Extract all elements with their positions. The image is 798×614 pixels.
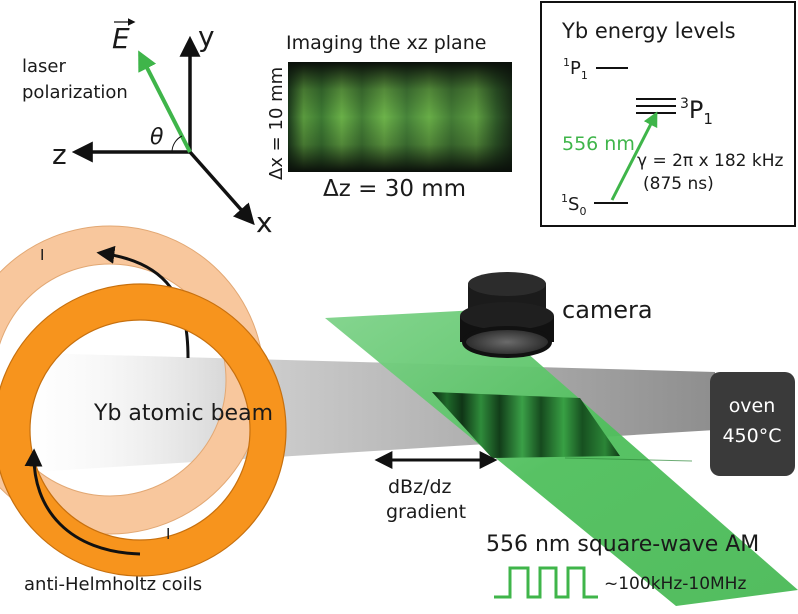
ground-s0-label: 1S0 xyxy=(561,192,586,218)
am-label: 556 nm square-wave AM xyxy=(486,532,759,557)
gradient-indicator: dBz/dz gradient xyxy=(374,451,498,523)
sheet-inner-edge xyxy=(564,457,693,462)
dx-label: Δx = 10 mm xyxy=(266,67,287,180)
e-field-label: E xyxy=(112,22,130,55)
x-axis-label: x xyxy=(256,206,273,239)
coils-label: anti-Helmholtz coils xyxy=(24,574,202,595)
imaging-title: Imaging the xz plane xyxy=(286,32,486,54)
lifetime-label: (875 ns) xyxy=(643,174,714,194)
dz-label: Δz = 30 mm xyxy=(323,176,466,202)
square-wave xyxy=(494,566,598,599)
imaging-inset: Imaging the xz plane Δx = 10 mm Δz = 30 … xyxy=(266,32,512,202)
gradient-label-line2: gradient xyxy=(386,501,466,523)
am-modulation: 556 nm square-wave AM ~100kHz-10MHz xyxy=(486,532,759,599)
polarization-label-line2: polarization xyxy=(22,82,128,103)
back-coil-current-label: I xyxy=(40,246,44,264)
theta-arc xyxy=(171,135,183,153)
fluorescence-region xyxy=(432,392,620,458)
laser-sheet xyxy=(325,310,798,606)
transition-arrow xyxy=(610,111,658,201)
polarization-label-line1: laser xyxy=(22,56,66,77)
fluorescence-image-fade xyxy=(288,62,512,172)
y-axis-label: y xyxy=(198,20,215,53)
oven-box xyxy=(710,372,795,476)
oven-label: oven xyxy=(729,395,776,417)
camera-lens xyxy=(462,326,552,358)
front-coil-current-label: I xyxy=(166,525,170,543)
oven-temperature: 450°C xyxy=(722,425,781,447)
front-coil: I xyxy=(0,283,287,577)
frequency-range: ~100kHz-10MHz xyxy=(604,574,746,594)
camera-label: camera xyxy=(562,296,653,324)
gradient-label-line1: dBz/dz xyxy=(388,476,452,498)
singlet-p1-label: 1P1 xyxy=(563,56,588,82)
triplet-p1-label: 3P1 xyxy=(680,96,713,128)
energy-level-frame xyxy=(540,1,796,227)
oven: oven 450°C xyxy=(710,372,795,476)
camera: camera xyxy=(460,272,653,358)
x-axis-arrow xyxy=(188,150,255,226)
laser-sheet-surface xyxy=(325,310,798,606)
coordinate-axes: E laser polarization θ y z x xyxy=(22,18,273,239)
transition-wavelength: 556 nm xyxy=(562,133,635,155)
e-field-arrow xyxy=(138,50,192,153)
theta-label: θ xyxy=(150,125,164,150)
front-coil-current-arrow xyxy=(24,448,141,556)
energy-level-box: Yb energy levels 1P1 3P1 1S0 556 nm γ = … xyxy=(540,1,796,227)
atomic-beam-label: Yb atomic beam xyxy=(93,401,273,426)
linewidth-label: γ = 2π x 182 kHz xyxy=(637,151,784,171)
z-axis-label: z xyxy=(52,138,67,171)
energy-levels-title: Yb energy levels xyxy=(561,19,736,43)
